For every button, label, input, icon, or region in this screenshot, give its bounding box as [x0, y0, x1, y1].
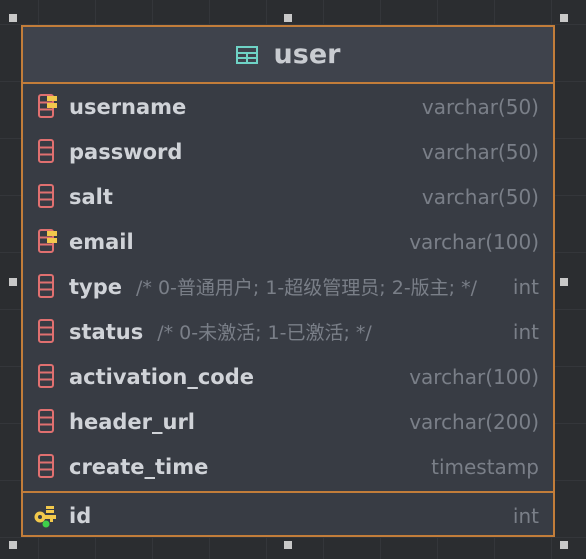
column-row[interactable]: activation_code varchar(100) [23, 354, 553, 399]
column-icon [37, 318, 59, 345]
column-type: int [512, 274, 539, 299]
resize-handle-top[interactable] [284, 14, 292, 22]
column-comment: /* 0-普通用户; 1-超级管理员; 2-版主; */ [136, 277, 478, 299]
column-type: timestamp [431, 454, 539, 479]
column-row[interactable]: header_url varchar(200) [23, 399, 553, 444]
column-type: varchar(50) [421, 94, 539, 119]
primary-key-separator [23, 491, 553, 493]
column-comment: /* 0-未激活; 1-已激活; */ [157, 322, 372, 344]
column-name: create_time [69, 454, 209, 479]
entity-header[interactable]: user [23, 27, 553, 84]
column-type: int [512, 503, 539, 528]
column-name: activation_code [69, 364, 254, 389]
column-name: username [69, 94, 187, 119]
resize-handle-right[interactable] [560, 278, 568, 286]
column-name: status [69, 319, 144, 344]
resize-handle-left[interactable] [9, 278, 17, 286]
column-name: password [69, 139, 183, 164]
table-icon [235, 45, 258, 64]
column-name: email [69, 229, 134, 254]
column-icon [37, 453, 59, 480]
column-row[interactable]: status /* 0-未激活; 1-已激活; */ int [23, 309, 553, 354]
column-type: varchar(100) [409, 364, 539, 389]
column-row[interactable]: email varchar(100) [23, 219, 553, 264]
entity-user[interactable]: user username varchar(50) password varchar(… [21, 25, 555, 537]
column-index-icon [37, 228, 59, 255]
column-index-icon [37, 93, 59, 120]
column-row[interactable]: create_time timestamp [23, 444, 553, 489]
column-name: id [69, 503, 92, 528]
column-row[interactable]: salt varchar(50) [23, 174, 553, 219]
column-row[interactable]: password varchar(50) [23, 129, 553, 174]
column-name: type [69, 274, 123, 299]
column-name: header_url [69, 409, 195, 434]
column-name: salt [69, 184, 113, 209]
column-icon [37, 138, 59, 165]
entity-title: user [273, 39, 341, 70]
resize-handle-bottom[interactable] [284, 541, 292, 549]
column-row[interactable]: username varchar(50) [23, 84, 553, 129]
column-icon [37, 273, 59, 300]
primary-key-icon [34, 503, 59, 529]
resize-handle-bottom-left[interactable] [9, 541, 17, 549]
resize-handle-bottom-right[interactable] [560, 541, 568, 549]
resize-handle-top-left[interactable] [9, 14, 17, 22]
column-icon [37, 408, 59, 435]
column-type: varchar(50) [421, 184, 539, 209]
column-icon [37, 183, 59, 210]
column-row[interactable]: type /* 0-普通用户; 1-超级管理员; 2-版主; */ int [23, 264, 553, 309]
column-icon [37, 363, 59, 390]
column-type: int [512, 319, 539, 344]
column-type: varchar(100) [409, 229, 539, 254]
primary-key-row[interactable]: id int [23, 493, 553, 538]
column-type: varchar(200) [409, 409, 539, 434]
resize-handle-top-right[interactable] [560, 14, 568, 22]
column-type: varchar(50) [421, 139, 539, 164]
